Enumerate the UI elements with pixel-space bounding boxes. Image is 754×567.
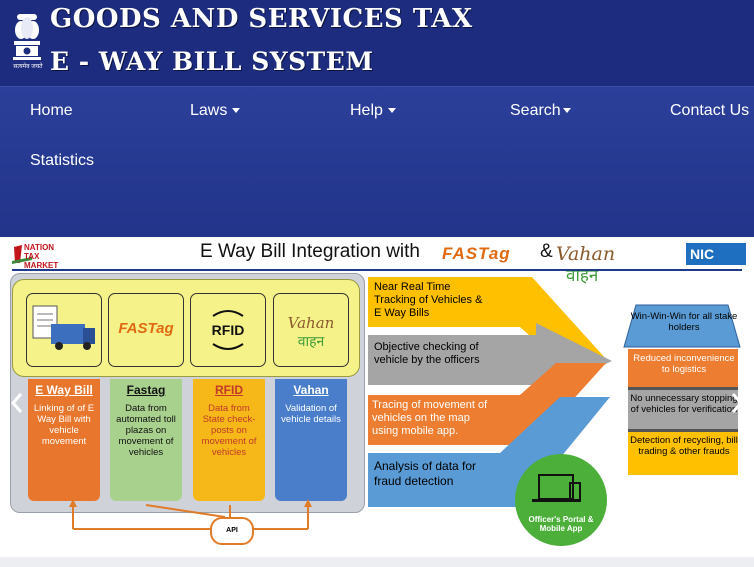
chevron-down-icon <box>232 108 241 114</box>
truck-ewaybill-icon <box>26 293 102 367</box>
column-label: Fastag <box>126 383 166 397</box>
site-title-line2: E - WAY BILL SYSTEM <box>50 47 374 76</box>
column-label: Vahan <box>293 383 329 397</box>
nav-statistics[interactable]: Statistics <box>30 152 94 170</box>
title-divider <box>12 269 742 271</box>
nav-search[interactable]: Search <box>510 102 571 120</box>
nav-home[interactable]: Home <box>30 102 73 120</box>
arrow-text-tracking: Near Real Time Tracking of Vehicles & E … <box>374 281 483 319</box>
nation-tax-market-logo <box>12 245 32 264</box>
nav-search-label: Search <box>510 102 561 119</box>
emblem-caption: सत्यमेव जयते <box>13 64 43 70</box>
vahan-icon: Vahan वाहन <box>273 293 349 367</box>
nav-home-label: Home <box>30 102 73 119</box>
column-description: Data from State check-posts on movement … <box>201 403 257 458</box>
column-label: RFID <box>215 383 243 397</box>
column-ewaybill: E Way Bill Linking of of E Way Bill with… <box>28 379 100 501</box>
tier-no-stopping: No unnecessary stopping of vehicles for … <box>630 393 738 415</box>
column-label: E Way Bill <box>35 383 93 397</box>
column-description: Linking of of E Way Bill with vehicle mo… <box>33 403 95 447</box>
arrow-text-tracing: Tracing of movement of vehicles on the m… <box>372 399 488 437</box>
column-description: Validation of vehicle details <box>281 403 341 425</box>
ampersand: & <box>540 241 553 262</box>
nav-laws[interactable]: Laws <box>190 102 241 120</box>
national-emblem-icon <box>13 14 41 60</box>
rfid-icon-text: RFID <box>211 322 245 338</box>
truck-icon <box>32 305 95 350</box>
banner-title: E Way Bill Integration with <box>200 241 420 262</box>
fastag-icon-text: FASTag <box>118 320 174 337</box>
nation-tax-market-text: NATION TAX MARKET <box>24 243 58 270</box>
nic-logo: NIC <box>686 243 746 265</box>
tier-fraud-detection: Detection of recycling, bill trading & o… <box>630 435 738 457</box>
logo-line: NATION <box>24 243 55 252</box>
site-header: सत्यमेव जयते GOODS AND SERVICES TAX E - … <box>0 0 754 86</box>
main-navigation: Home Laws Help Search Contact Us Statist… <box>0 86 754 237</box>
page-bottom-strip <box>0 557 754 567</box>
fastag-icon: FASTag <box>108 293 184 367</box>
carousel-next-icon[interactable] <box>730 392 744 414</box>
fastag-logo-text: FASTag <box>442 244 511 263</box>
site-title-line1: GOODS AND SERVICES TAX <box>50 4 473 34</box>
tier-win-win: Win-Win-Win for all stake holders <box>630 311 738 333</box>
nav-contact-us[interactable]: Contact Us <box>670 102 749 120</box>
nav-laws-label: Laws <box>190 102 228 119</box>
nav-help-label: Help <box>350 102 383 119</box>
logo-line: MARKET <box>24 261 59 270</box>
carousel-prev-icon[interactable] <box>10 392 24 414</box>
rfid-waves-icon <box>212 310 244 350</box>
portal-label: Officer's Portal & Mobile App <box>528 515 594 533</box>
vahan-icon-hindi: वाहन <box>297 333 325 349</box>
api-connector-lines <box>69 499 312 530</box>
column-description: Data from automated toll plazas on movem… <box>116 403 176 458</box>
arrow-text-checking: Objective checking of vehicle by the off… <box>374 341 480 366</box>
vahan-icon-text: Vahan <box>287 314 335 332</box>
nav-statistics-label: Statistics <box>30 152 95 169</box>
carousel-slide: NATION TAX MARKET E Way Bill Integration… <box>0 237 754 557</box>
rfid-icon: RFID <box>190 293 266 367</box>
logo-line: TAX <box>24 252 40 261</box>
nav-help[interactable]: Help <box>350 102 396 120</box>
benefit-tiers <box>623 304 741 475</box>
column-rfid: RFID Data from State check-posts on move… <box>193 379 265 501</box>
vahan-logo-text: Vahan <box>556 243 616 265</box>
api-badge: API <box>210 517 254 545</box>
chevron-down-icon <box>387 108 396 114</box>
nav-contact-us-label: Contact Us <box>670 102 750 119</box>
chevron-down-icon <box>562 108 571 114</box>
column-vahan: Vahan Validation of vehicle details <box>275 379 347 501</box>
arrow-graphics <box>368 277 612 546</box>
arrow-text-analysis: Analysis of data for fraud detection <box>374 459 477 488</box>
tier-reduced-inconvenience: Reduced inconvenience to logistics <box>633 353 735 375</box>
column-fastag: Fastag Data from automated toll plazas o… <box>110 379 182 501</box>
